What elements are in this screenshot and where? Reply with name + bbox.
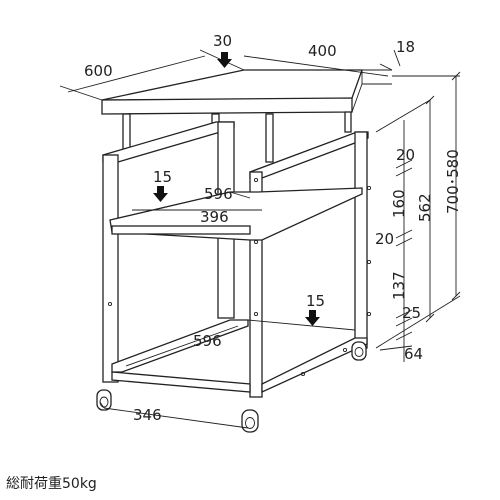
caster-front-left [96,389,112,411]
label-top-load: 30 [213,32,232,50]
caster-front-right [241,409,259,433]
label-upper-gap: 20 [396,146,415,164]
caster-back-right [351,341,367,361]
label-top-thickness: 18 [396,38,415,56]
label-base-width: 346 [133,406,162,424]
dimension-lines [59,49,461,429]
top-load-arrow-icon [217,52,232,68]
dimension-labels: 30 600 400 18 15 596 396 15 596 346 20 2… [84,32,462,424]
label-shelf-depth: 596 [204,185,233,203]
label-height-range: 700･580 [444,149,462,214]
label-bottom-gap: 25 [402,304,421,322]
label-top-width: 400 [308,42,337,60]
total-load-caption: 総耐荷重50kg [6,476,97,492]
shelf-load-arrow-icon [153,186,168,202]
label-shelf-load: 15 [153,168,172,186]
label-base-load: 15 [306,292,325,310]
top-support-posts [122,111,352,163]
frame-holes [107,177,372,377]
label-top-depth: 600 [84,62,113,80]
cart-frame [102,121,369,398]
label-upper-clearance: 160 [390,189,408,218]
top-board [101,69,363,115]
base-load-arrow-icon [305,310,320,326]
label-shelf-width: 396 [200,208,229,226]
label-lower-clearance: 137 [390,271,408,300]
label-caster-height: 64 [404,345,423,363]
label-height-frame: 562 [416,193,434,222]
label-middle-gap: 20 [375,230,394,248]
label-base-depth: 596 [193,332,222,350]
load-arrows [153,52,320,326]
